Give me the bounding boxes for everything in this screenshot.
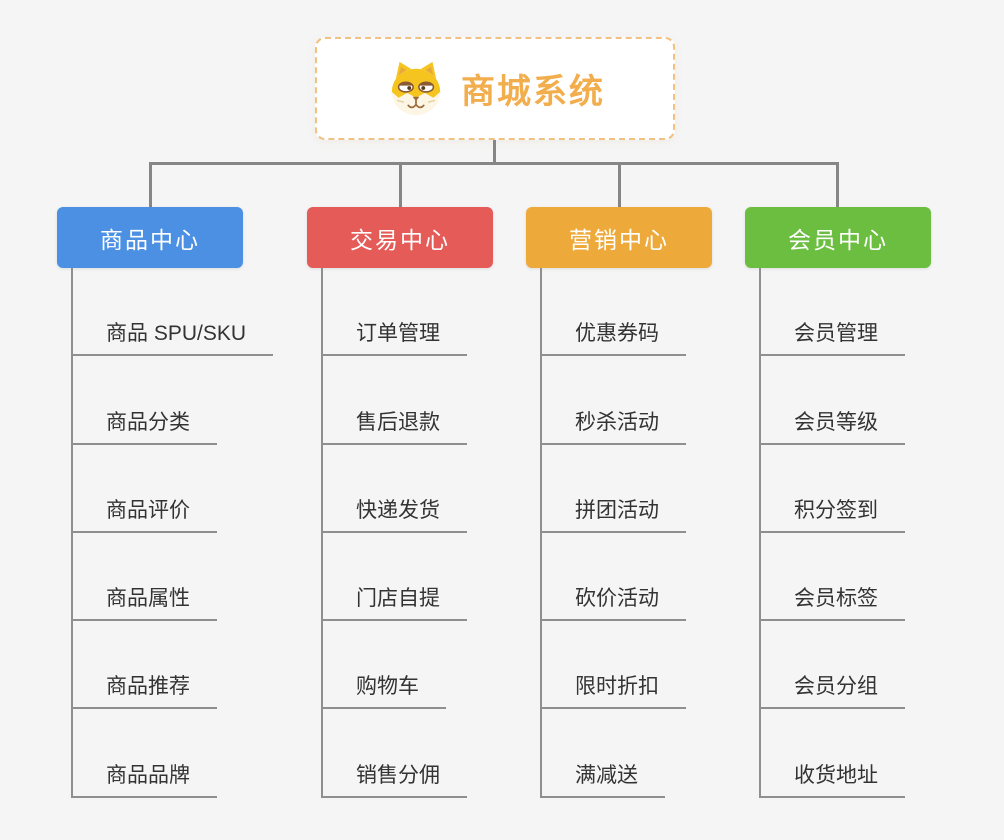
leaf-label: 会员分组 — [759, 675, 905, 710]
connector-drop-line — [149, 163, 152, 207]
leaf-label: 快递发货 — [321, 499, 467, 533]
leaf-label: 商品品牌 — [71, 764, 217, 798]
leaf-node[interactable]: 会员分组 — [745, 621, 931, 710]
leaf-node[interactable]: 门店自提 — [307, 533, 493, 622]
leaf-label: 会员等级 — [759, 411, 905, 445]
leaf-label: 商品属性 — [71, 587, 217, 622]
leaf-label: 会员管理 — [759, 322, 905, 357]
branch-children: 优惠券码 秒杀活动 拼团活动 砍价活动 限时折扣 满减送 — [526, 268, 712, 798]
leaf-node[interactable]: 商品 SPU/SKU — [57, 268, 274, 357]
leaf-node[interactable]: 限时折扣 — [526, 621, 712, 710]
leaf-node[interactable]: 收货地址 — [745, 709, 931, 798]
branch-children: 订单管理 售后退款 快递发货 门店自提 购物车 销售分佣 — [307, 268, 493, 798]
root-node[interactable]: 商城系统 — [315, 37, 675, 140]
leaf-node[interactable]: 售后退款 — [307, 356, 493, 445]
leaf-node[interactable]: 购物车 — [307, 621, 493, 710]
connector-drop-line — [618, 163, 621, 207]
leaf-node[interactable]: 订单管理 — [307, 268, 493, 357]
leaf-node[interactable]: 会员管理 — [745, 268, 931, 357]
branch-column: 会员中心 会员管理 会员等级 积分签到 会员标签 会员分组 收货地址 — [745, 207, 931, 798]
leaf-label: 销售分佣 — [321, 764, 467, 798]
leaf-label: 优惠券码 — [540, 322, 686, 357]
branch-column: 商品中心 商品 SPU/SKU 商品分类 商品评价 商品属性 商品推荐 商品品牌 — [57, 207, 274, 798]
leaf-label: 拼团活动 — [540, 499, 686, 533]
leaf-label: 秒杀活动 — [540, 411, 686, 445]
leaf-label: 购物车 — [321, 675, 446, 710]
leaf-node[interactable]: 商品属性 — [57, 533, 273, 622]
branch-node[interactable]: 会员中心 — [745, 207, 931, 268]
leaf-node[interactable]: 积分签到 — [745, 445, 931, 533]
branch-column: 交易中心 订单管理 售后退款 快递发货 门店自提 购物车 销售分佣 — [307, 207, 493, 798]
leaf-node[interactable]: 满减送 — [526, 709, 712, 798]
branch-label: 交易中心 — [350, 226, 450, 253]
leaf-node[interactable]: 商品评价 — [57, 445, 273, 533]
leaf-label: 砍价活动 — [540, 587, 686, 622]
leaf-label: 限时折扣 — [540, 675, 686, 710]
leaf-node[interactable]: 商品分类 — [57, 356, 273, 445]
connector-drop-line — [399, 163, 402, 207]
branch-label: 会员中心 — [788, 226, 888, 253]
branch-children: 会员管理 会员等级 积分签到 会员标签 会员分组 收货地址 — [745, 268, 931, 798]
branch-label: 商品中心 — [100, 226, 200, 253]
leaf-node[interactable]: 会员标签 — [745, 533, 931, 622]
leaf-label: 商品 SPU/SKU — [71, 322, 274, 357]
connector-drop-line — [836, 163, 839, 207]
leaf-label: 积分签到 — [759, 499, 905, 533]
leaf-node[interactable]: 拼团活动 — [526, 445, 712, 533]
branch-node[interactable]: 营销中心 — [526, 207, 712, 268]
leaf-node[interactable]: 销售分佣 — [307, 709, 493, 798]
connector-root-stub — [493, 140, 496, 164]
leaf-label: 商品推荐 — [71, 675, 217, 710]
branch-children: 商品 SPU/SKU 商品分类 商品评价 商品属性 商品推荐 商品品牌 — [57, 268, 274, 798]
connector-bus-line — [149, 162, 839, 165]
leaf-label: 售后退款 — [321, 411, 467, 445]
branch-node[interactable]: 交易中心 — [307, 207, 493, 268]
leaf-node[interactable]: 快递发货 — [307, 445, 493, 533]
leaf-label: 订单管理 — [321, 322, 467, 357]
leaf-label: 门店自提 — [321, 587, 467, 622]
leaf-node[interactable]: 商品推荐 — [57, 621, 273, 710]
leaf-node[interactable]: 秒杀活动 — [526, 356, 712, 445]
leaf-label: 商品分类 — [71, 411, 217, 445]
leaf-label: 会员标签 — [759, 587, 905, 622]
leaf-node[interactable]: 商品品牌 — [57, 709, 273, 798]
leaf-label: 商品评价 — [71, 499, 217, 533]
leaf-label: 收货地址 — [759, 764, 905, 798]
leaf-node[interactable]: 优惠券码 — [526, 268, 712, 357]
branch-label: 营销中心 — [569, 226, 669, 253]
root-title: 商城系统 — [461, 73, 605, 111]
branch-node[interactable]: 商品中心 — [57, 207, 243, 268]
leaf-label: 满减送 — [540, 764, 665, 798]
dog-face-icon — [391, 61, 441, 115]
leaf-node[interactable]: 会员等级 — [745, 356, 931, 445]
leaf-node[interactable]: 砍价活动 — [526, 533, 712, 622]
branch-column: 营销中心 优惠券码 秒杀活动 拼团活动 砍价活动 限时折扣 满减送 — [526, 207, 712, 798]
